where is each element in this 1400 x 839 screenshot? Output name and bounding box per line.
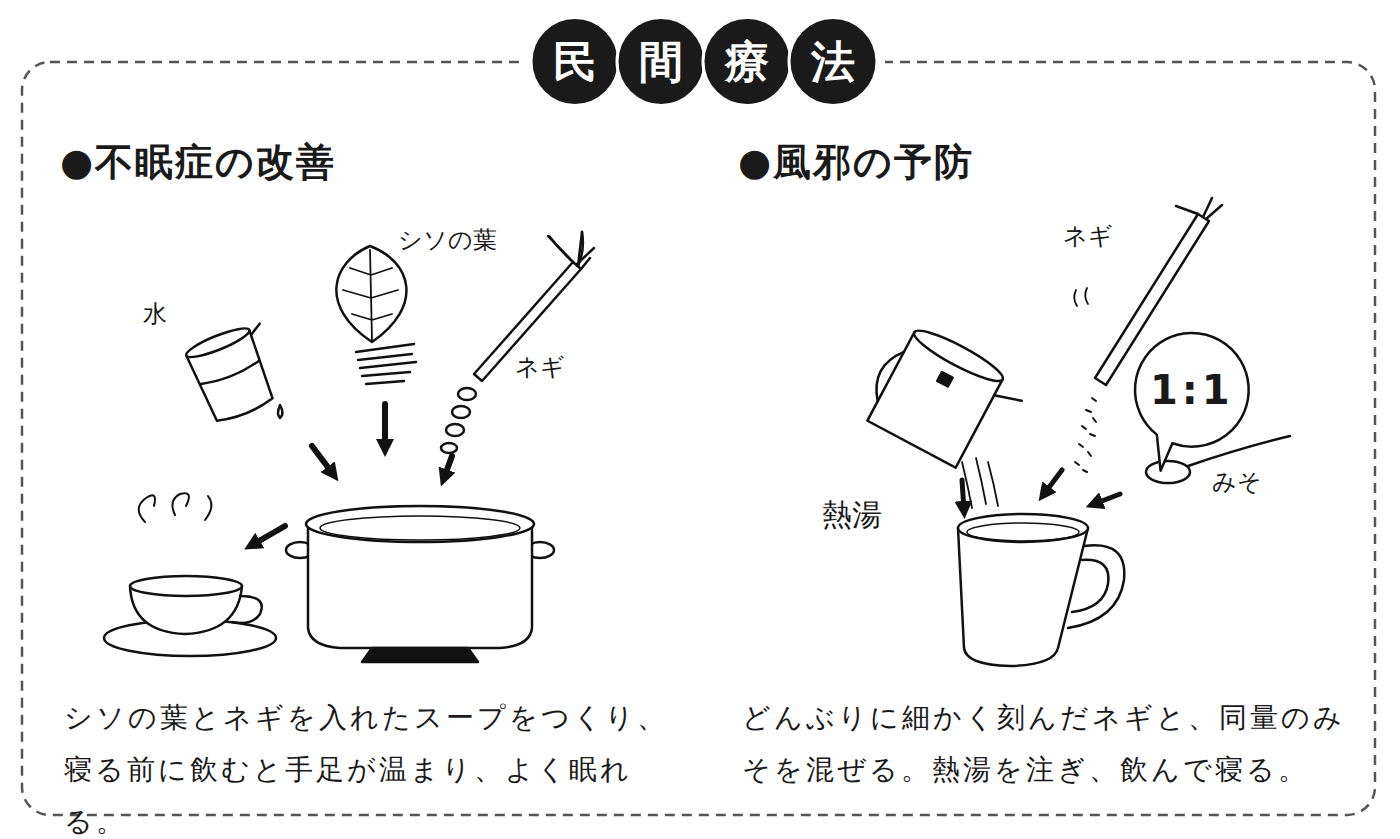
ingredient-label: 水 — [143, 300, 167, 329]
instruction-text: シソの葉とネギを入れたスープをつくり、寝る前に飲むと手足が温まり、よく眠れる。 — [64, 692, 689, 839]
ingredient-label: ネギ — [515, 353, 565, 382]
right-panel-drawing — [857, 198, 1290, 666]
left-panel-drawing — [104, 232, 594, 662]
instruction-text: どんぶりに細かく刻んだネギと、同量のみそを混ぜる。熱湯を注ぎ、飲んで寝る。 — [742, 692, 1367, 796]
ingredient-label: 熱湯 — [822, 497, 882, 533]
bubble-text-group: 1:1 — [1150, 368, 1234, 412]
ingredient-label: シソの葉 — [398, 226, 497, 255]
section-heading: ●風邪の予防 — [738, 140, 974, 186]
section-heading: ●不眠症の改善 — [60, 140, 336, 186]
ingredient-label: みそ — [1212, 468, 1262, 497]
speech-bubble: 1:1 — [1133, 331, 1251, 449]
ingredient-label: ネギ — [1063, 222, 1113, 251]
ratio-text: 1:1 — [1150, 368, 1234, 412]
bubble-shape — [1135, 333, 1249, 471]
title-text: 民間療法 — [553, 34, 897, 90]
